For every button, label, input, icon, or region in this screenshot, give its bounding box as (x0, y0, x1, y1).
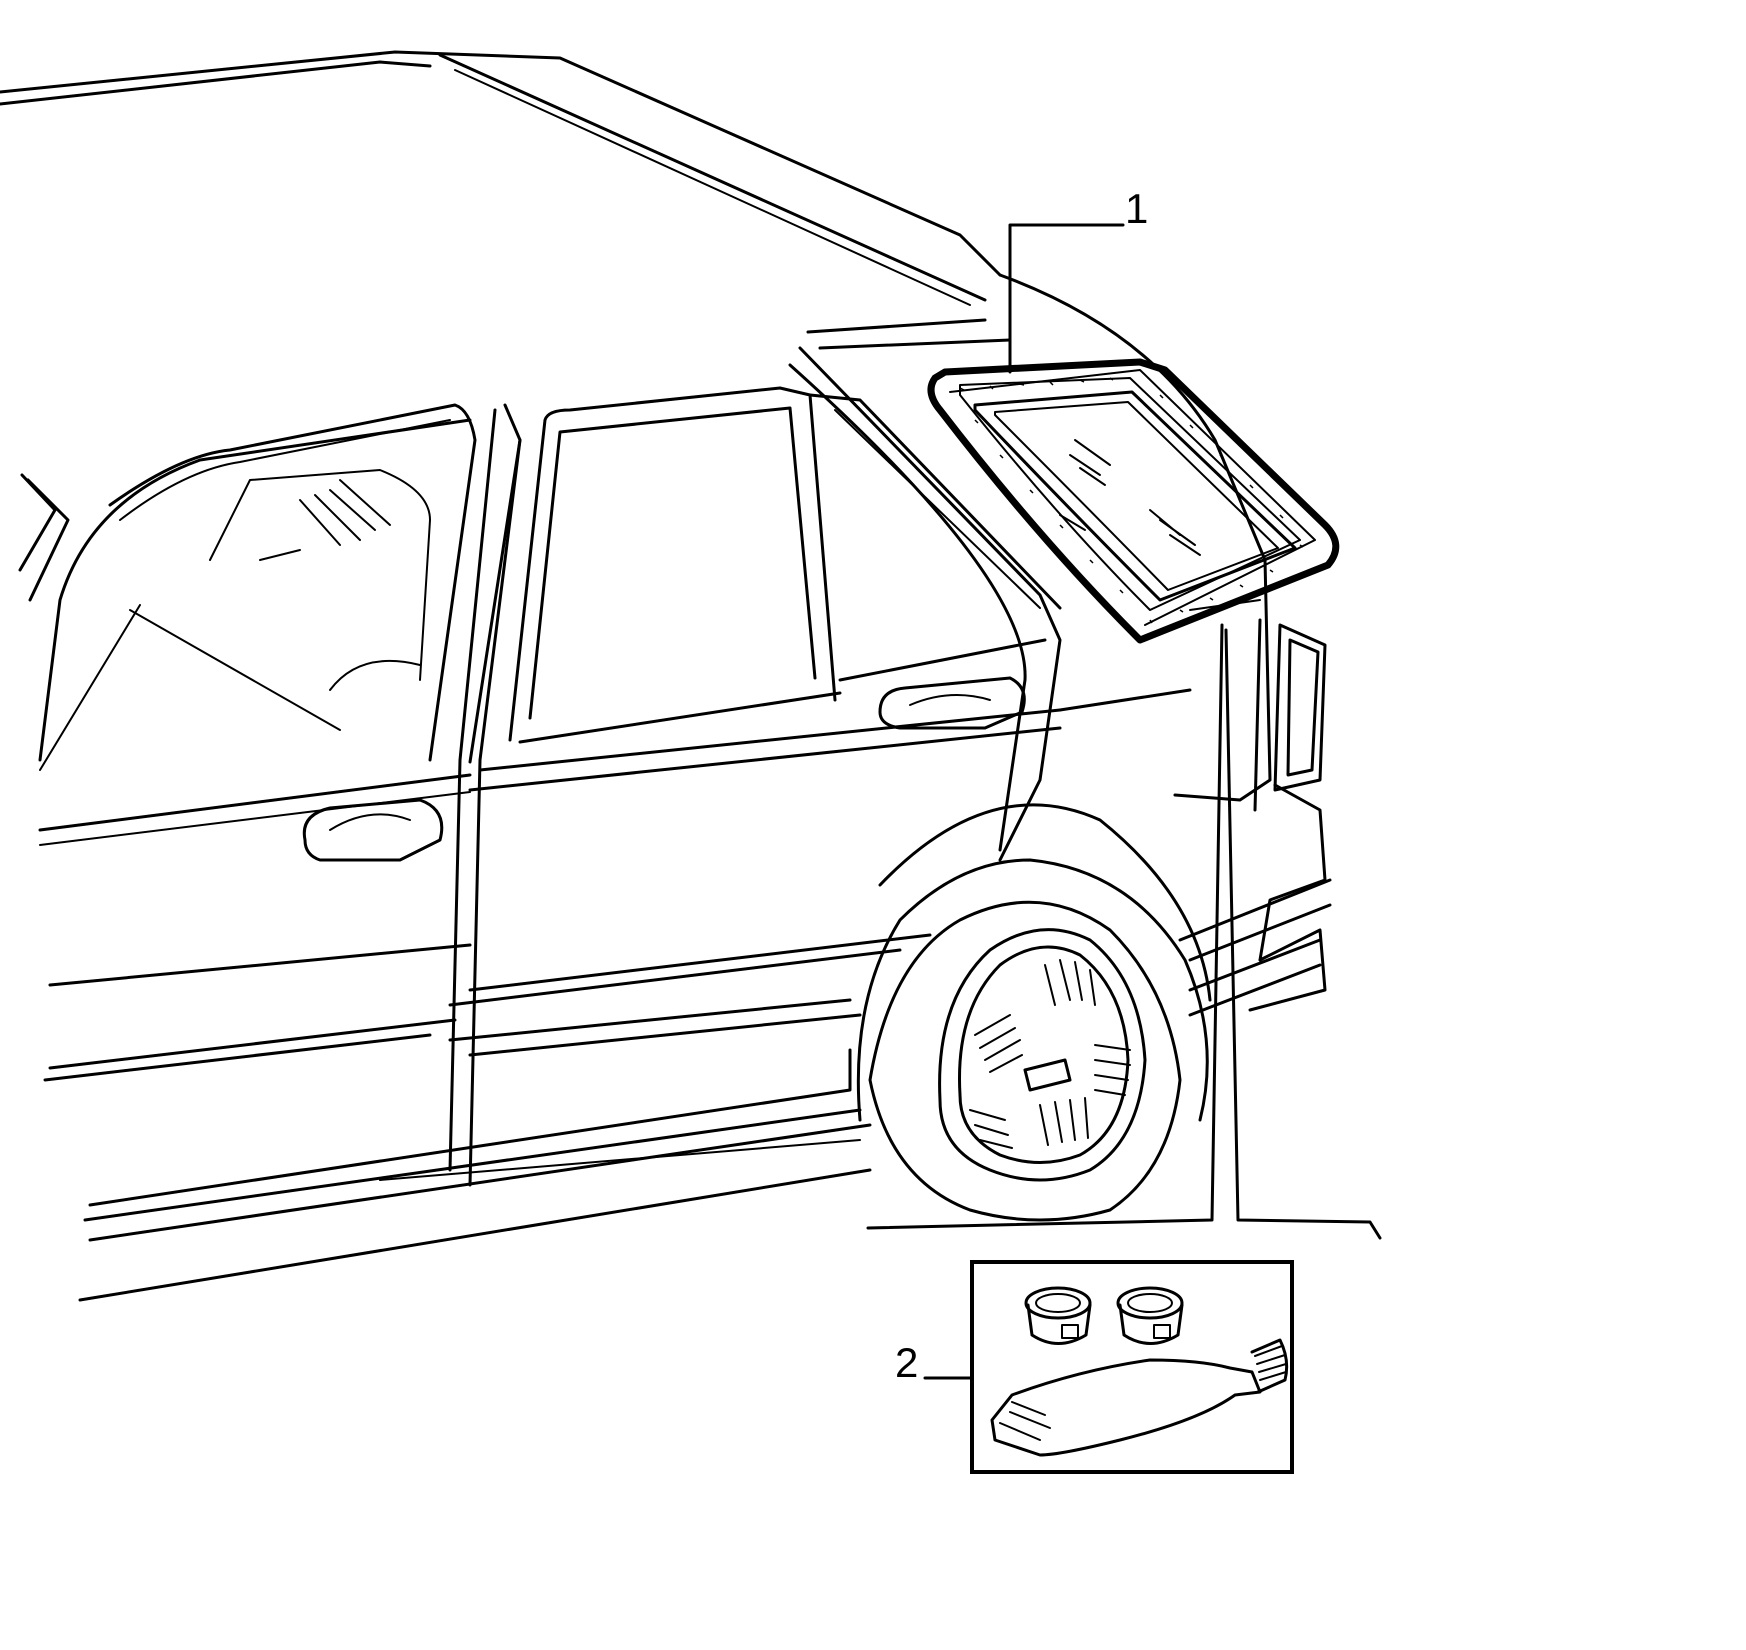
adhesive-tube-icon (990, 1338, 1289, 1457)
primer-jar-icon (1024, 1286, 1092, 1345)
adhesive-kit (970, 1260, 1294, 1474)
car-body-illustration (0, 50, 1332, 1302)
quarter-window-glass-with-seal (927, 358, 1340, 644)
callout-1-leader (1008, 223, 1125, 374)
seal-texture (959, 377, 1304, 624)
kit-reference-line-right (1224, 628, 1382, 1240)
activator-jar-icon (1116, 1286, 1184, 1345)
callout-label-2: 2 (895, 1339, 919, 1386)
callout-label-1: 1 (1125, 185, 1149, 232)
kit-reference-line-left (866, 623, 1224, 1230)
kit-frame (970, 1260, 1294, 1474)
